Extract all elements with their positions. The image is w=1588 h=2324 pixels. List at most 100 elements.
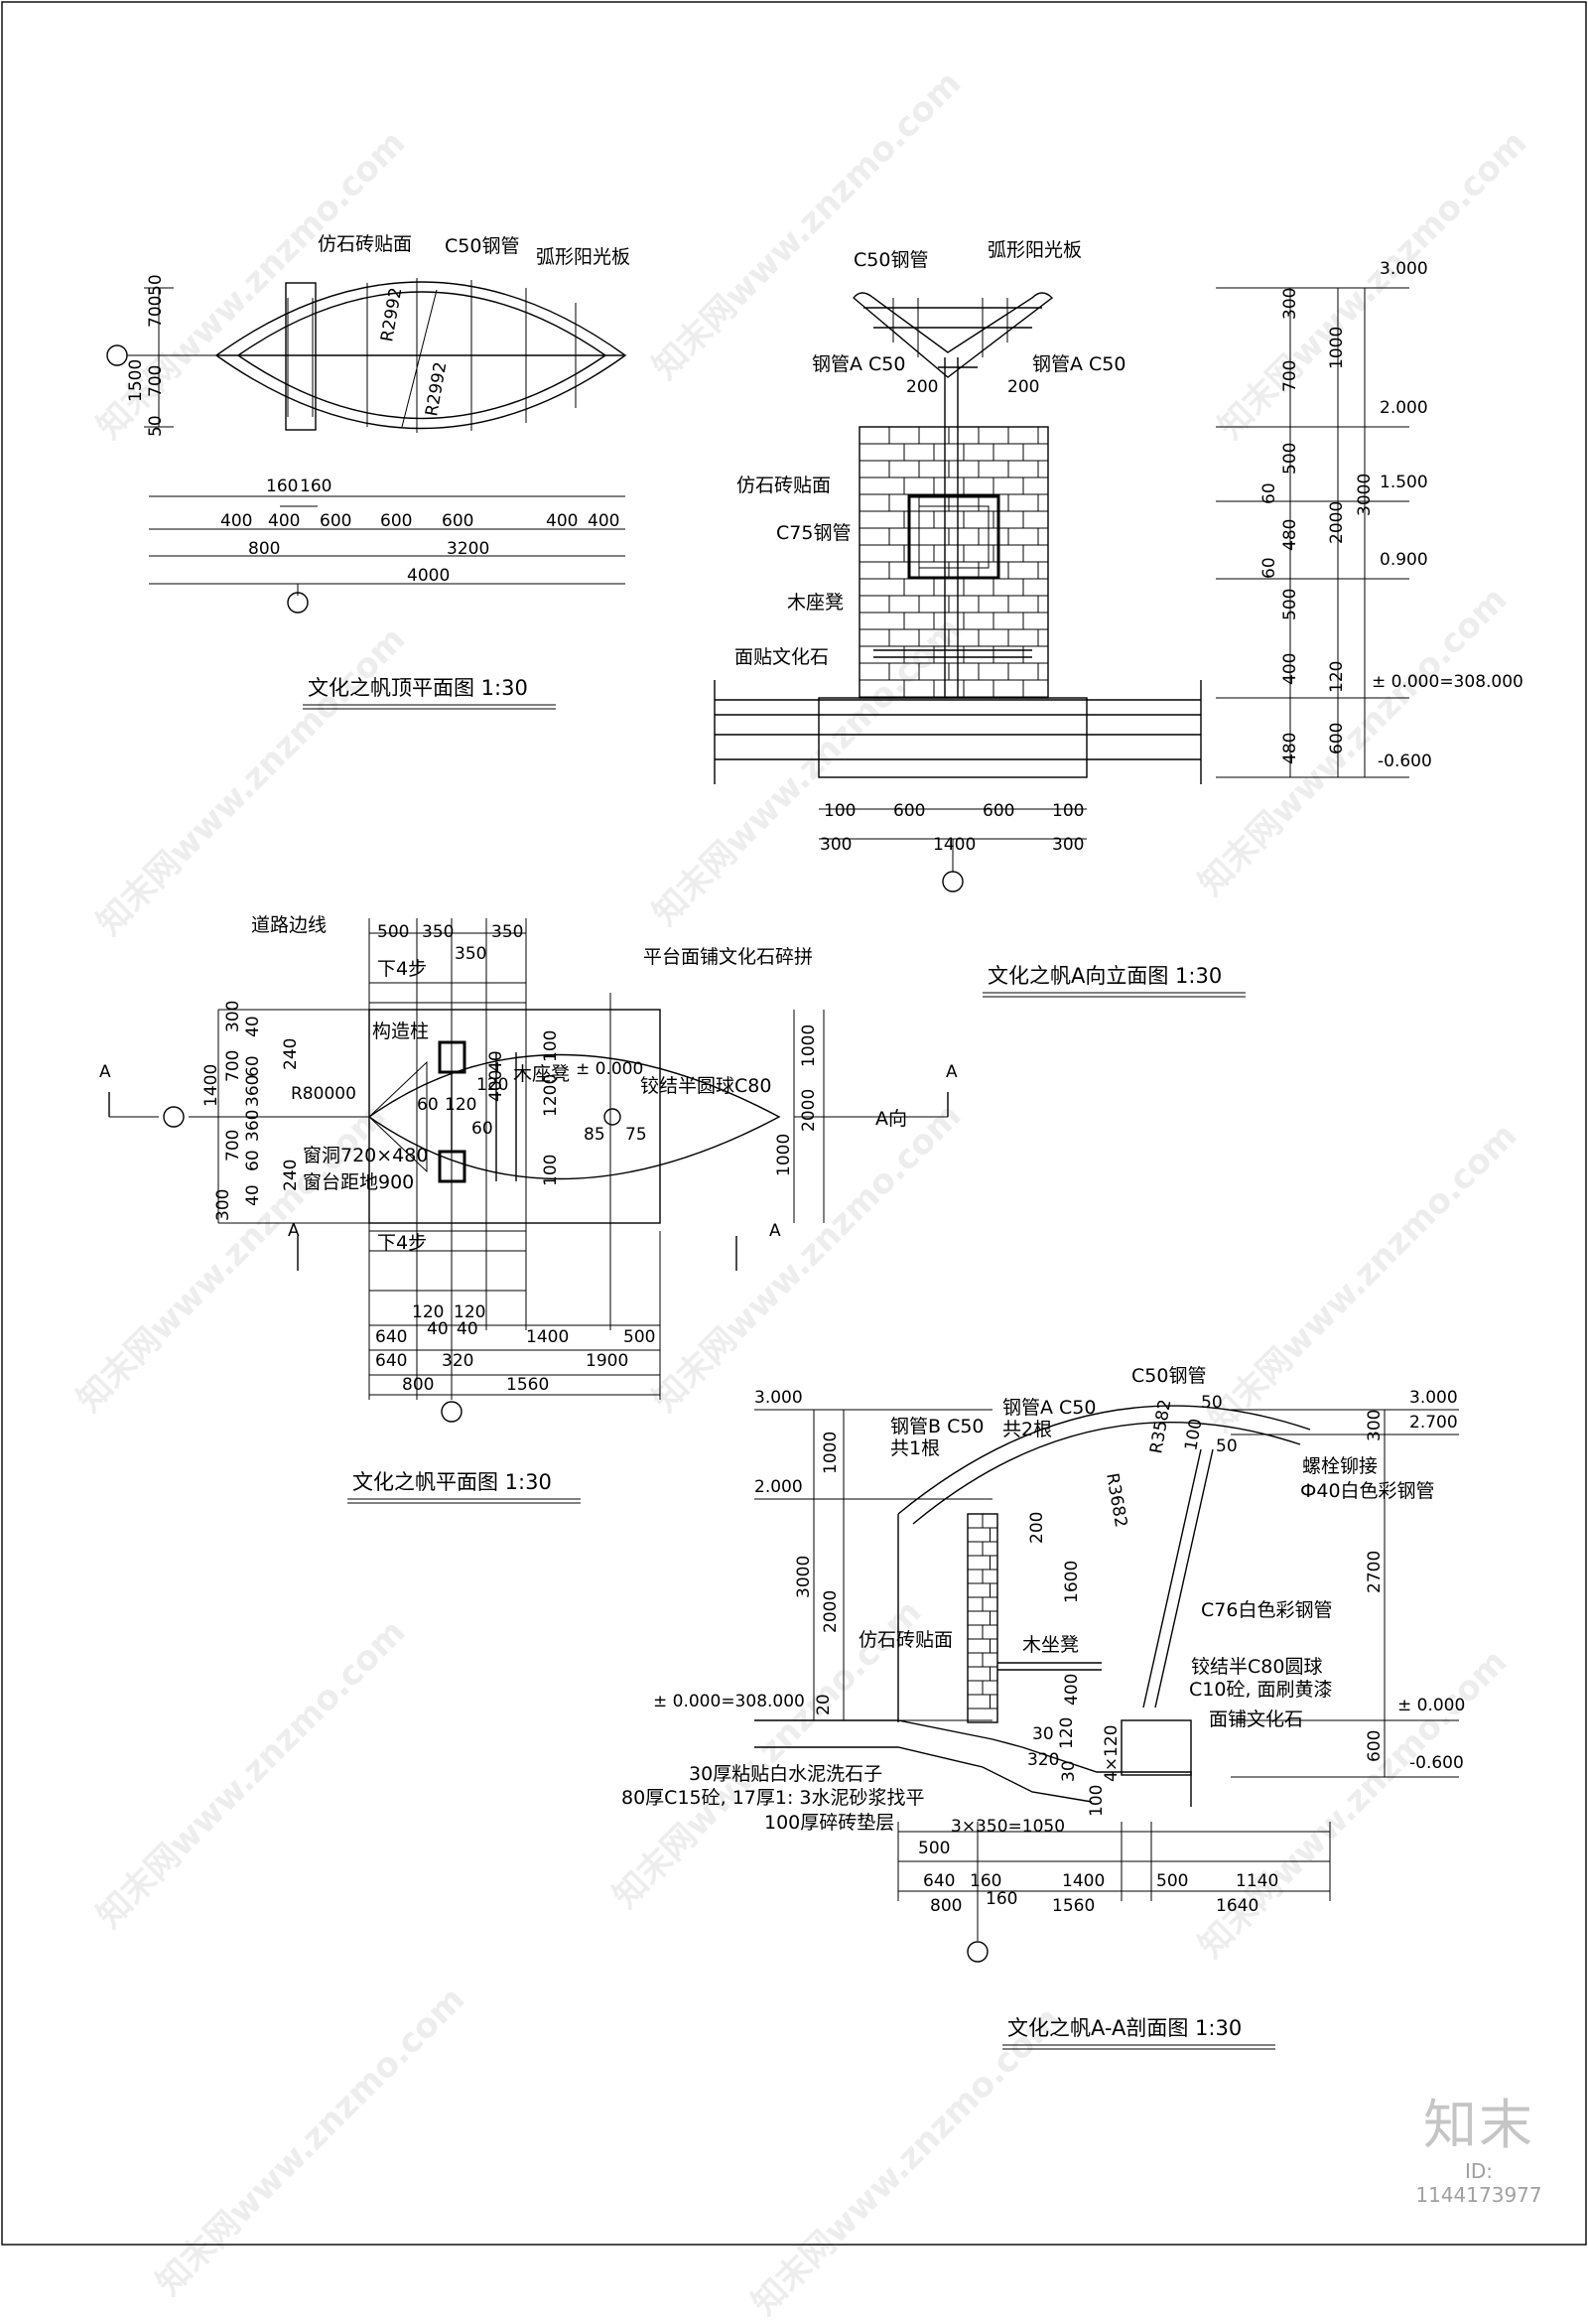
section-mark: A xyxy=(946,1062,958,1082)
dim: 1900 xyxy=(586,1351,628,1371)
plan-view xyxy=(108,918,949,1423)
title-section: 文化之帆A-A剖面图 1:30 xyxy=(1007,2016,1242,2040)
dim: 300 xyxy=(223,1001,243,1032)
label: C75钢管 xyxy=(776,522,851,544)
elevation-view xyxy=(714,287,1409,892)
label: 木座凳 xyxy=(513,1063,570,1085)
label: C50钢管 xyxy=(854,249,928,271)
dim: 100 xyxy=(1087,1785,1107,1817)
dim: 400 xyxy=(486,1070,506,1102)
dim: 30 xyxy=(1032,1724,1054,1744)
hinge-ball xyxy=(603,1108,621,1126)
label: 窗洞720×480 xyxy=(303,1145,428,1166)
dim: 2000 xyxy=(821,1590,841,1633)
footing xyxy=(1121,1719,1192,1776)
dim: 500 xyxy=(377,922,409,942)
dim: 60 xyxy=(471,1119,493,1139)
dim: 300 xyxy=(1280,288,1300,320)
level: ± 0.000 xyxy=(1397,1696,1465,1715)
brick-courses xyxy=(860,427,1048,698)
dim: 100 xyxy=(1181,1417,1206,1451)
dim: 3000 xyxy=(1355,474,1375,516)
dim: 50 xyxy=(1201,1393,1223,1413)
dim: 20 xyxy=(814,1694,834,1715)
dim: 200 xyxy=(906,377,938,397)
dim: 40 xyxy=(457,1319,478,1339)
base-plinth xyxy=(818,697,1088,778)
label: C50钢管 xyxy=(445,235,519,257)
dim: 1000 xyxy=(821,1432,841,1474)
dim: 100 xyxy=(1052,801,1084,821)
level: 2.000 xyxy=(754,1477,803,1497)
dim: 85 xyxy=(584,1125,605,1145)
dim: 1000 xyxy=(799,1025,819,1067)
brand-id: ID: 1144173977 xyxy=(1415,2159,1542,2207)
dim: 2700 xyxy=(1365,1551,1385,1593)
axis-bubble xyxy=(967,1941,989,1963)
dim: 4000 xyxy=(407,566,450,586)
label: 钢管B C50 xyxy=(890,1416,985,1437)
dim: 700 xyxy=(223,1130,243,1162)
sheet-border xyxy=(1,1,1587,2246)
label: 窗台距地900 xyxy=(303,1171,414,1193)
dim: 50 xyxy=(146,274,166,296)
dim: 640 xyxy=(923,1871,955,1891)
label: 面贴文化石 xyxy=(734,646,829,668)
dim: 100 xyxy=(541,1030,561,1062)
label: 下4步 xyxy=(377,958,427,980)
dim: 400 xyxy=(268,511,300,531)
dim: 400 xyxy=(220,511,252,531)
dim: 2000 xyxy=(799,1089,819,1132)
dim: 1500 xyxy=(126,359,146,402)
level: 3.000 xyxy=(754,1388,803,1408)
dim: 500 xyxy=(1280,589,1300,620)
dim: 240 xyxy=(281,1038,301,1070)
dim: 40 xyxy=(243,1184,263,1206)
dim: 40 xyxy=(427,1319,449,1339)
dim: 50 xyxy=(1216,1436,1238,1456)
label: A向 xyxy=(875,1108,907,1130)
dim: 160 xyxy=(266,477,298,496)
window-opening xyxy=(907,494,1000,580)
dim: 700 xyxy=(146,365,166,397)
dim: 160 xyxy=(300,477,331,496)
dim: 350 xyxy=(422,922,454,942)
level: -0.600 xyxy=(1378,752,1432,771)
dim: 40 xyxy=(486,1050,506,1072)
level: 3.000 xyxy=(1380,259,1428,279)
label: 共1根 xyxy=(890,1437,940,1459)
dim: 1400 xyxy=(526,1327,569,1347)
dim: 50 xyxy=(146,415,166,437)
canopy-arc-outer xyxy=(897,1405,1311,1515)
dim: 700 xyxy=(1280,360,1300,392)
dim: 500 xyxy=(1156,1871,1188,1891)
dim: 400 xyxy=(588,511,619,531)
level: 1.500 xyxy=(1380,473,1428,492)
column-block xyxy=(285,282,317,431)
dim: 300 xyxy=(1365,1410,1385,1441)
dim: 40 xyxy=(243,1016,263,1037)
label: 钢管A C50 xyxy=(812,353,905,375)
label: 面铺文化石 xyxy=(1209,1709,1303,1730)
dim: 1560 xyxy=(506,1375,549,1395)
dim: 320 xyxy=(442,1351,473,1371)
dim: 600 xyxy=(442,511,473,531)
dim: 400 xyxy=(1062,1674,1082,1706)
dim: 640 xyxy=(375,1351,407,1371)
dim: 700 xyxy=(146,296,166,328)
dim: 400 xyxy=(1280,653,1300,685)
dim: 1640 xyxy=(1216,1896,1258,1916)
dim: 120 xyxy=(476,1075,508,1095)
brand-mark: 知末 ID: 1144173977 xyxy=(1399,2081,1558,2207)
dim: 120 xyxy=(445,1095,476,1115)
axis-bubble xyxy=(106,344,128,366)
dim: 600 xyxy=(983,801,1014,821)
label: 螺栓铆接 xyxy=(1302,1455,1378,1477)
label: 弧形阳光板 xyxy=(536,246,630,268)
dim: 1000 xyxy=(774,1134,794,1176)
drawing-sheet: 文化之帆顶平面图 1:30 文化之帆A向立面图 1:30 文化之帆平面图 1:3… xyxy=(1,1,1587,2246)
dim: 60 xyxy=(1259,557,1279,579)
section-view xyxy=(754,1405,1459,1963)
brand-logo: 知末 xyxy=(1423,2094,1534,2156)
label: C50钢管 xyxy=(1131,1365,1206,1387)
